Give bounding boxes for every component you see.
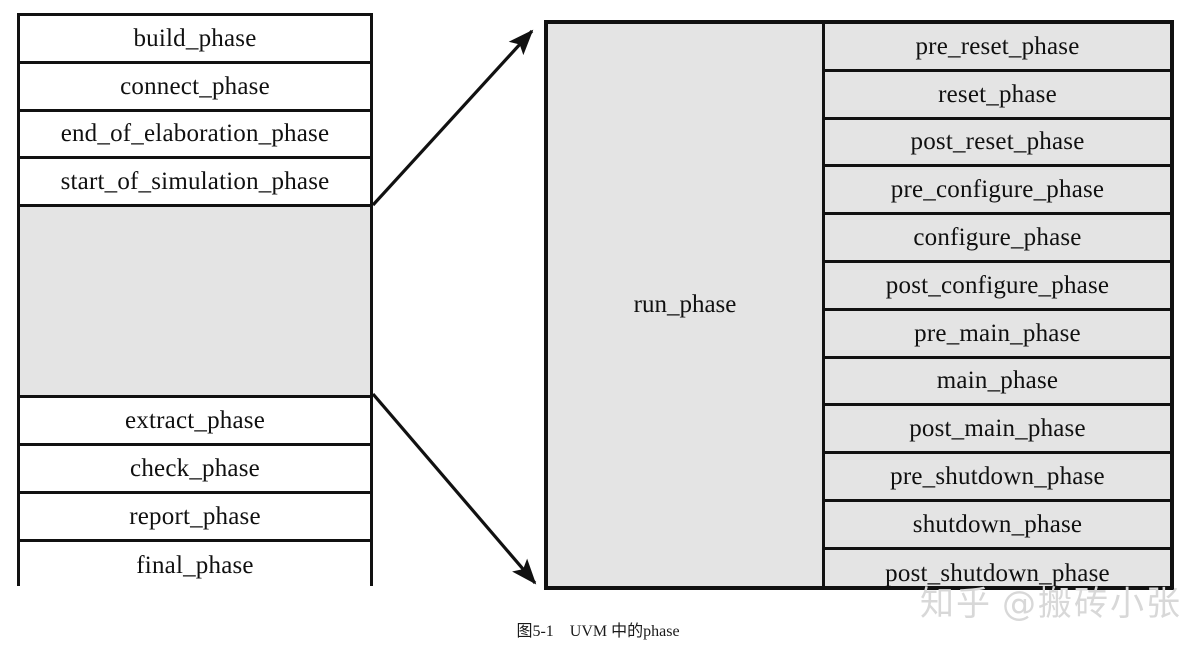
subphase-cell-pre-shutdown: pre_shutdown_phase — [825, 454, 1170, 502]
subphase-cell-post-configure: post_configure_phase — [825, 262, 1170, 311]
phase-cell-extract: extract_phase — [20, 398, 370, 446]
subphase-cell-post-shutdown: post_shutdown_phase — [825, 549, 1170, 586]
phase-label: build_phase — [133, 24, 257, 52]
phase-label: post_reset_phase — [910, 128, 1085, 156]
phase-cell-build: build_phase — [20, 16, 370, 64]
run-subphase-column: pre_reset_phase reset_phase post_reset_p… — [825, 24, 1170, 586]
phase-cell-report: report_phase — [20, 493, 370, 542]
subphase-cell-post-main: post_main_phase — [825, 406, 1170, 455]
subphase-cell-reset: reset_phase — [825, 71, 1170, 120]
phase-label: check_phase — [130, 454, 260, 482]
phase-label: pre_shutdown_phase — [890, 463, 1105, 491]
phase-label: post_configure_phase — [885, 271, 1110, 299]
run-phase-label: run_phase — [633, 291, 737, 318]
phase-label: end_of_elaboration_phase — [60, 120, 330, 148]
watermark: 知乎@搬砖小张 — [920, 576, 1182, 625]
phase-label: reset_phase — [938, 80, 1057, 108]
watermark-username: @搬砖小张 — [1002, 584, 1182, 624]
phase-label: post_shutdown_phase — [885, 560, 1110, 586]
phase-label: connect_phase — [120, 72, 270, 100]
run-phase-group: run_phase pre_reset_phase reset_phase po… — [544, 20, 1174, 590]
phase-label: configure_phase — [913, 224, 1082, 252]
arrow-to-run-phase-top — [371, 29, 534, 207]
subphase-cell-post-reset: post_reset_phase — [825, 119, 1170, 168]
subphase-cell-pre-main: pre_main_phase — [825, 310, 1170, 359]
phase-cell-check: check_phase — [20, 445, 370, 494]
common-phase-column: build_phase connect_phase end_of_elabora… — [17, 13, 373, 590]
subphase-cell-pre-configure: pre_configure_phase — [825, 167, 1170, 216]
arrow-to-run-phase-bottom — [371, 392, 537, 585]
figure-number: 图5-1 — [516, 623, 554, 640]
phase-label: pre_configure_phase — [890, 176, 1105, 204]
phase-cell-start-of-simulation: start_of_simulation_phase — [20, 159, 370, 208]
zhihu-logo: 知乎 — [920, 584, 992, 624]
phase-label: final_phase — [136, 551, 254, 579]
figure-caption: 图5-1 UVM 中的phase — [0, 617, 1196, 641]
subphase-cell-pre-reset: pre_reset_phase — [825, 24, 1170, 72]
phase-cell-final: final_phase — [20, 541, 370, 590]
phase-cell-end-of-elaboration: end_of_elaboration_phase — [20, 111, 370, 160]
phase-label: pre_main_phase — [914, 319, 1081, 347]
phase-label: shutdown_phase — [912, 510, 1083, 538]
subphase-cell-shutdown: shutdown_phase — [825, 501, 1170, 550]
figure-caption-text: UVM 中的phase — [569, 623, 680, 640]
phase-label: start_of_simulation_phase — [60, 168, 330, 196]
phase-label: extract_phase — [124, 407, 266, 435]
subphase-cell-configure: configure_phase — [825, 215, 1170, 263]
phase-cell-run-placeholder — [20, 207, 370, 399]
subphase-cell-main: main_phase — [825, 358, 1170, 407]
phase-label: report_phase — [129, 502, 261, 530]
run-phase-box: run_phase — [548, 24, 825, 586]
phase-label: post_main_phase — [909, 415, 1086, 443]
phase-label: pre_reset_phase — [915, 32, 1080, 60]
phase-label: main_phase — [936, 367, 1059, 395]
phase-cell-connect: connect_phase — [20, 63, 370, 112]
